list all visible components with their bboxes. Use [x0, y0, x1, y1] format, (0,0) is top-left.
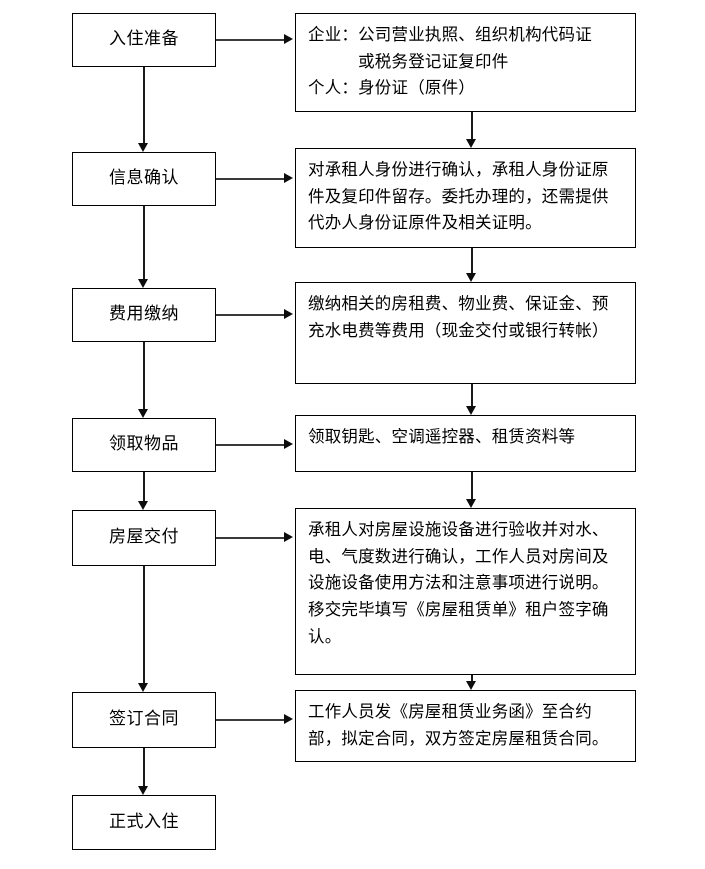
connector-v-left-3 — [143, 314, 145, 409]
detail-box-sign-contract[interactable]: 工作人员发《房屋租赁业务函》至合约部，拟定合同，双方签定房屋租赁合同。 — [295, 690, 636, 762]
arrow-head-v-left-1 — [138, 143, 148, 152]
stage-label: 费用缴纳 — [109, 304, 179, 325]
arrow-head-v-right-4 — [466, 499, 476, 508]
connector-v-left-5 — [143, 537, 145, 683]
arrow-head-h-1 — [284, 34, 293, 44]
arrow-head-h-4 — [284, 439, 293, 449]
arrow-head-v-left-5 — [138, 683, 148, 692]
arrow-head-h-5 — [284, 532, 293, 542]
arrow-head-v-right-1 — [466, 139, 476, 148]
arrow-head-h-6 — [284, 714, 293, 724]
stage-box-house-handover[interactable]: 房屋交付 — [72, 510, 216, 566]
stage-label: 正式入住 — [109, 811, 179, 832]
stage-label: 房屋交付 — [109, 527, 179, 548]
stage-label: 信息确认 — [109, 168, 179, 189]
detail-text: 缴纳相关的房租费、物业费、保证金、预充水电费等费用（现金交付或银行转帐） — [308, 294, 609, 340]
detail-text: 领取钥匙、空调遥控器、租赁资料等 — [308, 427, 576, 446]
detail-text: 企业：公司营业执照、组织机构代码证 或税务登记证复印件 个人：身份证（原件） — [308, 25, 592, 98]
arrow-head-v-right-5 — [466, 681, 476, 690]
detail-box-entry-preparation[interactable]: 企业：公司营业执照、组织机构代码证 或税务登记证复印件 个人：身份证（原件） — [295, 13, 636, 112]
arrow-head-v-left-3 — [138, 409, 148, 418]
arrow-head-v-left-2 — [138, 279, 148, 288]
connector-v-left-1 — [143, 39, 145, 143]
stage-label: 入住准备 — [109, 29, 179, 50]
arrow-head-h-3 — [284, 309, 293, 319]
detail-box-fee-payment[interactable]: 缴纳相关的房租费、物业费、保证金、预充水电费等费用（现金交付或银行转帐） — [295, 282, 636, 384]
detail-box-collect-items[interactable]: 领取钥匙、空调遥控器、租赁资料等 — [295, 415, 636, 472]
stage-label: 领取物品 — [109, 434, 179, 455]
arrow-head-h-2 — [284, 173, 293, 183]
connector-v-left-4 — [143, 444, 145, 501]
stage-box-entry-preparation[interactable]: 入住准备 — [72, 13, 216, 67]
stage-box-official-move-in[interactable]: 正式入住 — [72, 795, 216, 850]
connector-v-left-6 — [143, 719, 145, 786]
detail-box-house-handover[interactable]: 承租人对房屋设施设备进行验收并对水、电、气度数进行确认，工作人员对房间及设施设备… — [295, 508, 636, 675]
stage-label: 签订合同 — [109, 709, 179, 730]
stage-box-information-confirmation[interactable]: 信息确认 — [72, 152, 216, 206]
arrow-head-v-right-2 — [466, 273, 476, 282]
detail-text: 工作人员发《房屋租赁业务函》至合约部，拟定合同，双方签定房屋租赁合同。 — [308, 702, 609, 748]
detail-text: 对承租人身份进行确认，承租人身份证原件及复印件留存。委托办理的，还需提供代办人身… — [308, 160, 609, 233]
stage-box-fee-payment[interactable]: 费用缴纳 — [72, 288, 216, 342]
detail-box-information-confirmation[interactable]: 对承租人身份进行确认，承租人身份证原件及复印件留存。委托办理的，还需提供代办人身… — [295, 148, 636, 248]
stage-box-collect-items[interactable]: 领取物品 — [72, 418, 216, 472]
arrow-head-v-left-4 — [138, 501, 148, 510]
detail-text: 承租人对房屋设施设备进行验收并对水、电、气度数进行确认，工作人员对房间及设施设备… — [308, 520, 609, 646]
arrow-head-v-left-6 — [138, 786, 148, 795]
stage-box-sign-contract[interactable]: 签订合同 — [72, 692, 216, 748]
connector-v-left-2 — [143, 178, 145, 279]
arrow-head-v-right-3 — [466, 406, 476, 415]
